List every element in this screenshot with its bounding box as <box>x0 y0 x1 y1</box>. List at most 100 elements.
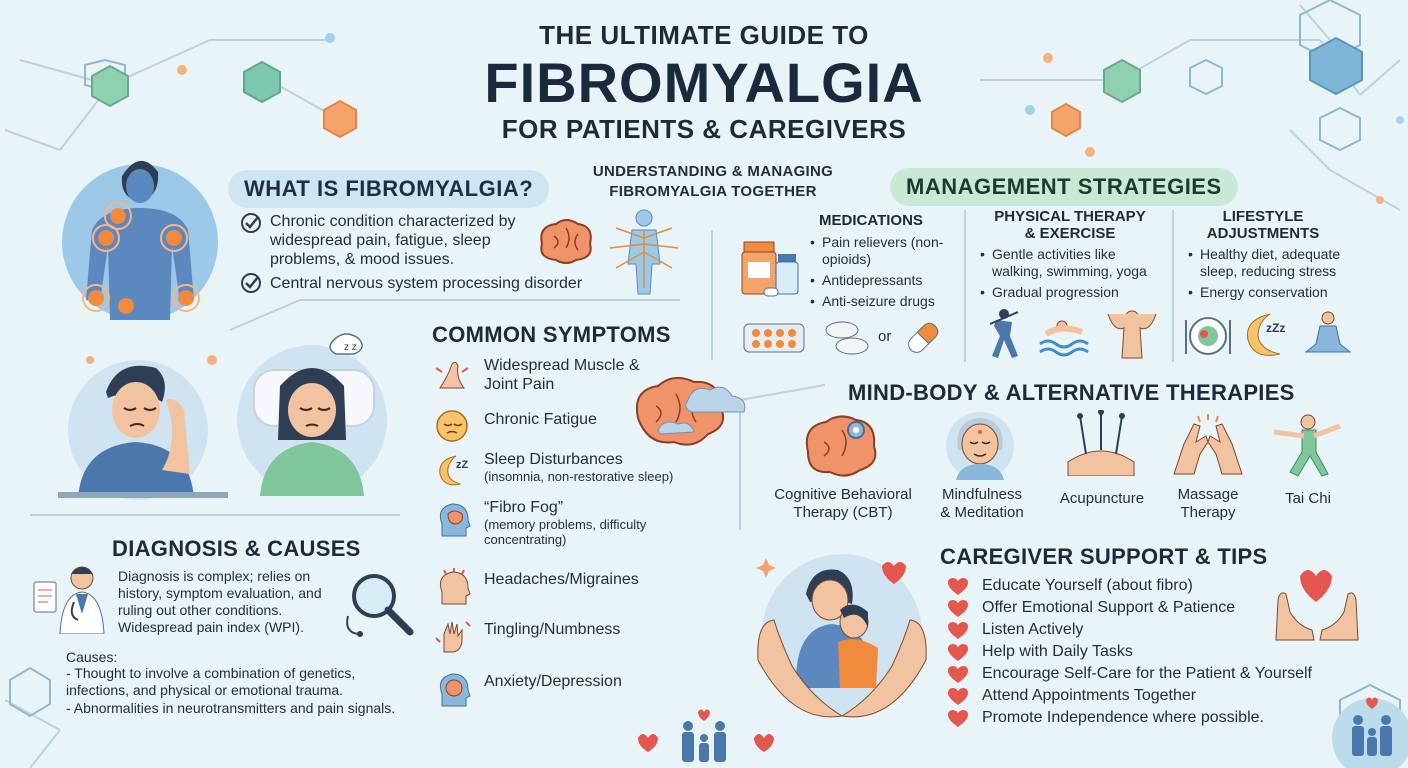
therapy-label-line: & Meditation <box>940 504 1024 521</box>
symptom-text: “Fibro Fog” <box>484 499 564 516</box>
caregiver-tip: Offer Emotional Support & Patience <box>948 598 1368 618</box>
symptom-item: Tingling/Numbness <box>434 612 724 656</box>
therapy-label-mindfulness: Mindfulness & Meditation <box>920 486 1044 522</box>
tingling-hand-icon <box>435 621 471 653</box>
caregiver-tip-label: Attend Appointments Together <box>982 687 1197 704</box>
symptom-item: Chronic Fatigue <box>434 402 724 446</box>
medication-item: Anti-seizure drugs <box>808 293 958 310</box>
brain-icon <box>540 219 592 264</box>
management-divider <box>964 210 966 362</box>
caregiver-tip-label: Offer Emotional Support & Patience <box>982 599 1236 616</box>
therapy-label-line: Therapy (CBT) <box>793 504 893 521</box>
moon-sleep-icon: zZ <box>439 455 469 486</box>
symptom-label: Sleep Disturbances (insomnia, non-restor… <box>484 450 744 484</box>
meditation-face-icon <box>946 412 1014 480</box>
headache-icon <box>439 568 471 605</box>
doctor-icon <box>33 566 105 634</box>
diagnosis-text: Diagnosis is complex; relies on history,… <box>118 568 322 635</box>
heart-in-hands-icon <box>1275 570 1359 641</box>
nervous-system-icon <box>609 209 679 295</box>
physical-therapy-list: Gentle activities like walking, swimming… <box>978 246 1162 305</box>
exercise-icons <box>989 309 1157 359</box>
therapy-label-tai-chi: Tai Chi <box>1262 490 1354 508</box>
brain-fog-clouds-illustration <box>636 376 746 446</box>
medications-heading: MEDICATIONS <box>819 212 923 229</box>
medicine-bottles-icon <box>741 241 799 297</box>
pill-blister-icon <box>743 323 805 353</box>
symptom-label: Headaches/Migraines <box>484 571 639 588</box>
caregiver-tip-label: Listen Actively <box>982 621 1084 638</box>
causes-label: Causes: <box>66 649 118 665</box>
physical-therapy-item: Gradual progression <box>978 284 1162 301</box>
heart-icon <box>948 644 968 661</box>
symptom-label: Tingling/Numbness <box>484 621 621 638</box>
symptom-label: Anxiety/Depression <box>484 673 622 690</box>
cause-item-2: - Abnormalities in neurotransmitters and… <box>66 700 396 716</box>
medication-item: Pain relievers (non-opioids) <box>808 234 958 268</box>
lifestyle-heading-line-2: ADJUSTMENTS <box>1206 225 1320 242</box>
symptom-label: Chronic Fatigue <box>484 411 597 428</box>
caregiver-tip: Educate Yourself (about fibro) <box>948 576 1368 596</box>
symptom-item: “Fibro Fog” (memory problems, difficulty… <box>434 494 724 554</box>
therapy-label-cbt: Cognitive Behavioral Therapy (CBT) <box>760 486 926 522</box>
lifestyle-heading-line-1: LIFESTYLE <box>1222 208 1304 225</box>
caregiver-tip-label: Help with Daily Tasks <box>982 643 1133 660</box>
heart-icon <box>948 688 968 705</box>
title-subtitle: FOR PATIENTS & CAREGIVERS <box>501 114 907 144</box>
therapy-label-line: Therapy <box>1180 504 1236 521</box>
lifestyle-heading: LIFESTYLE ADJUSTMENTS <box>1188 208 1338 242</box>
therapy-label-acupuncture: Acupuncture <box>1044 490 1160 508</box>
symptom-note: (memory problems, difficulty concentrati… <box>484 517 647 547</box>
medication-or-label: or <box>878 328 892 345</box>
caregiver-tip-label: Educate Yourself (about fibro) <box>982 577 1193 594</box>
therapy-label-line: Tai Chi <box>1285 490 1331 507</box>
symptoms-heading: COMMON SYMPTOMS <box>432 322 671 347</box>
caregiver-heading: CAREGIVER SUPPORT & TIPS <box>940 544 1268 569</box>
caregiver-tip-label: Encourage Self-Care for the Patient & Yo… <box>982 665 1312 682</box>
management-divider <box>1172 210 1174 362</box>
magnifying-glass-icon <box>346 574 414 637</box>
physical-therapy-item: Gentle activities like walking, swimming… <box>978 246 1162 280</box>
body-pain-illustration <box>62 160 218 320</box>
caregiver-hug-illustration <box>756 554 927 718</box>
diagnosis-heading: DIAGNOSIS & CAUSES <box>112 536 361 561</box>
symptom-item: Widespread Muscle & Joint Pain <box>434 352 724 396</box>
symptom-item: Anxiety/Depression <box>434 664 724 708</box>
heart-icon <box>948 710 968 727</box>
tagline-line-2: FIBROMYALGIA TOGETHER <box>609 183 817 200</box>
caregiver-tip: Encourage Self-Care for the Patient & Yo… <box>948 664 1368 684</box>
what-is-item-2: Central nervous system processing disord… <box>270 275 583 292</box>
lifestyle-icons: zZz <box>1185 311 1352 356</box>
tired-man-illustration <box>58 360 228 500</box>
sleepless-woman-illustration: z z <box>237 333 387 496</box>
title-prefix: THE ULTIMATE GUIDE TO <box>539 20 869 50</box>
svg-text:zZz: zZz <box>1266 321 1285 335</box>
heart-icon <box>948 600 968 617</box>
acupuncture-needles-icon <box>1067 410 1135 476</box>
page-title: FIBROMYALGIA <box>484 51 924 114</box>
tagline-line-1: UNDERSTANDING & MANAGING <box>592 163 834 180</box>
therapy-label-massage: Massage Therapy <box>1154 486 1262 522</box>
what-is-heading: WHAT IS FIBROMYALGIA? <box>228 170 550 208</box>
check-icon <box>241 273 261 293</box>
fibro-fog-head-icon <box>439 503 471 537</box>
symptom-note: (insomnia, non-restorative sleep) <box>484 469 674 484</box>
caregiver-tip: Promote Independence where possible. <box>948 708 1368 728</box>
therapy-label-line: Massage <box>1177 486 1239 503</box>
lifestyle-list: Healthy diet, adequate sleep, reducing s… <box>1186 246 1356 305</box>
svg-text:z z: z z <box>344 342 357 353</box>
tai-chi-figure-icon <box>1273 414 1341 477</box>
therapy-label-line: Mindfulness <box>941 486 1023 503</box>
cause-item-1: - Thought to involve a combination of ge… <box>66 665 356 698</box>
capsule-icon <box>908 322 939 353</box>
physical-therapy-heading: PHYSICAL THERAPY & EXERCISE <box>980 208 1160 242</box>
medication-item: Antidepressants <box>808 272 958 289</box>
mindbody-heading: MIND-BODY & ALTERNATIVE THERAPIES <box>848 380 1295 405</box>
check-icon <box>241 213 261 233</box>
caregiver-tip-label: Promote Independence where possible. <box>982 709 1264 726</box>
symptom-item: zZ Sleep Disturbances (insomnia, non-res… <box>434 446 724 490</box>
therapy-label-line: Cognitive Behavioral <box>774 486 912 503</box>
caregiver-tip: Listen Actively <box>948 620 1368 640</box>
joint-pain-icon <box>435 361 469 389</box>
